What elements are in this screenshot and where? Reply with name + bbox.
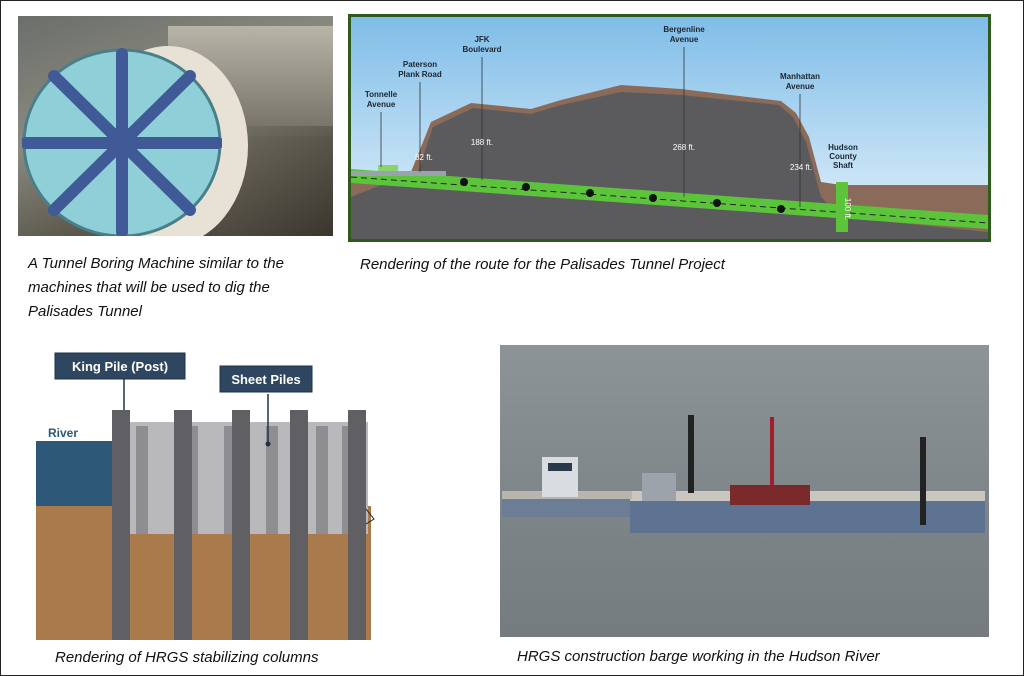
route-caption: Rendering of the route for the Palisades… — [360, 256, 725, 273]
sheet-piles-label: Sheet Piles — [231, 372, 300, 387]
river-label: River — [48, 426, 78, 440]
hrgs-caption: Rendering of HRGS stabilizing columns — [55, 649, 319, 666]
depth-label: 82 ft. — [415, 153, 433, 162]
king-pile-label: King Pile (Post) — [72, 359, 168, 374]
barge-photo — [500, 345, 989, 637]
barge-caption: HRGS construction barge working in the H… — [517, 648, 880, 665]
cutterhead-icon — [22, 48, 222, 236]
tbm-caption-line: Palisades Tunnel — [28, 303, 142, 320]
tbm-caption-line: machines that will be used to dig the — [28, 279, 270, 296]
tbm-caption-line: A Tunnel Boring Machine similar to the — [28, 255, 284, 272]
depth-label: 188 ft. — [471, 138, 493, 147]
king-piles — [112, 410, 366, 640]
tbm-photo — [18, 16, 333, 236]
depth-label: 268 ft. — [673, 143, 695, 152]
tbm-markers — [460, 178, 785, 213]
hrgs-diagram: River King Pile (Post) Sheet Piles — [36, 344, 376, 640]
depth-label: 100 ft. — [843, 198, 852, 220]
tunnel-path — [351, 169, 988, 229]
depth-label: 234 ft. — [790, 163, 812, 172]
